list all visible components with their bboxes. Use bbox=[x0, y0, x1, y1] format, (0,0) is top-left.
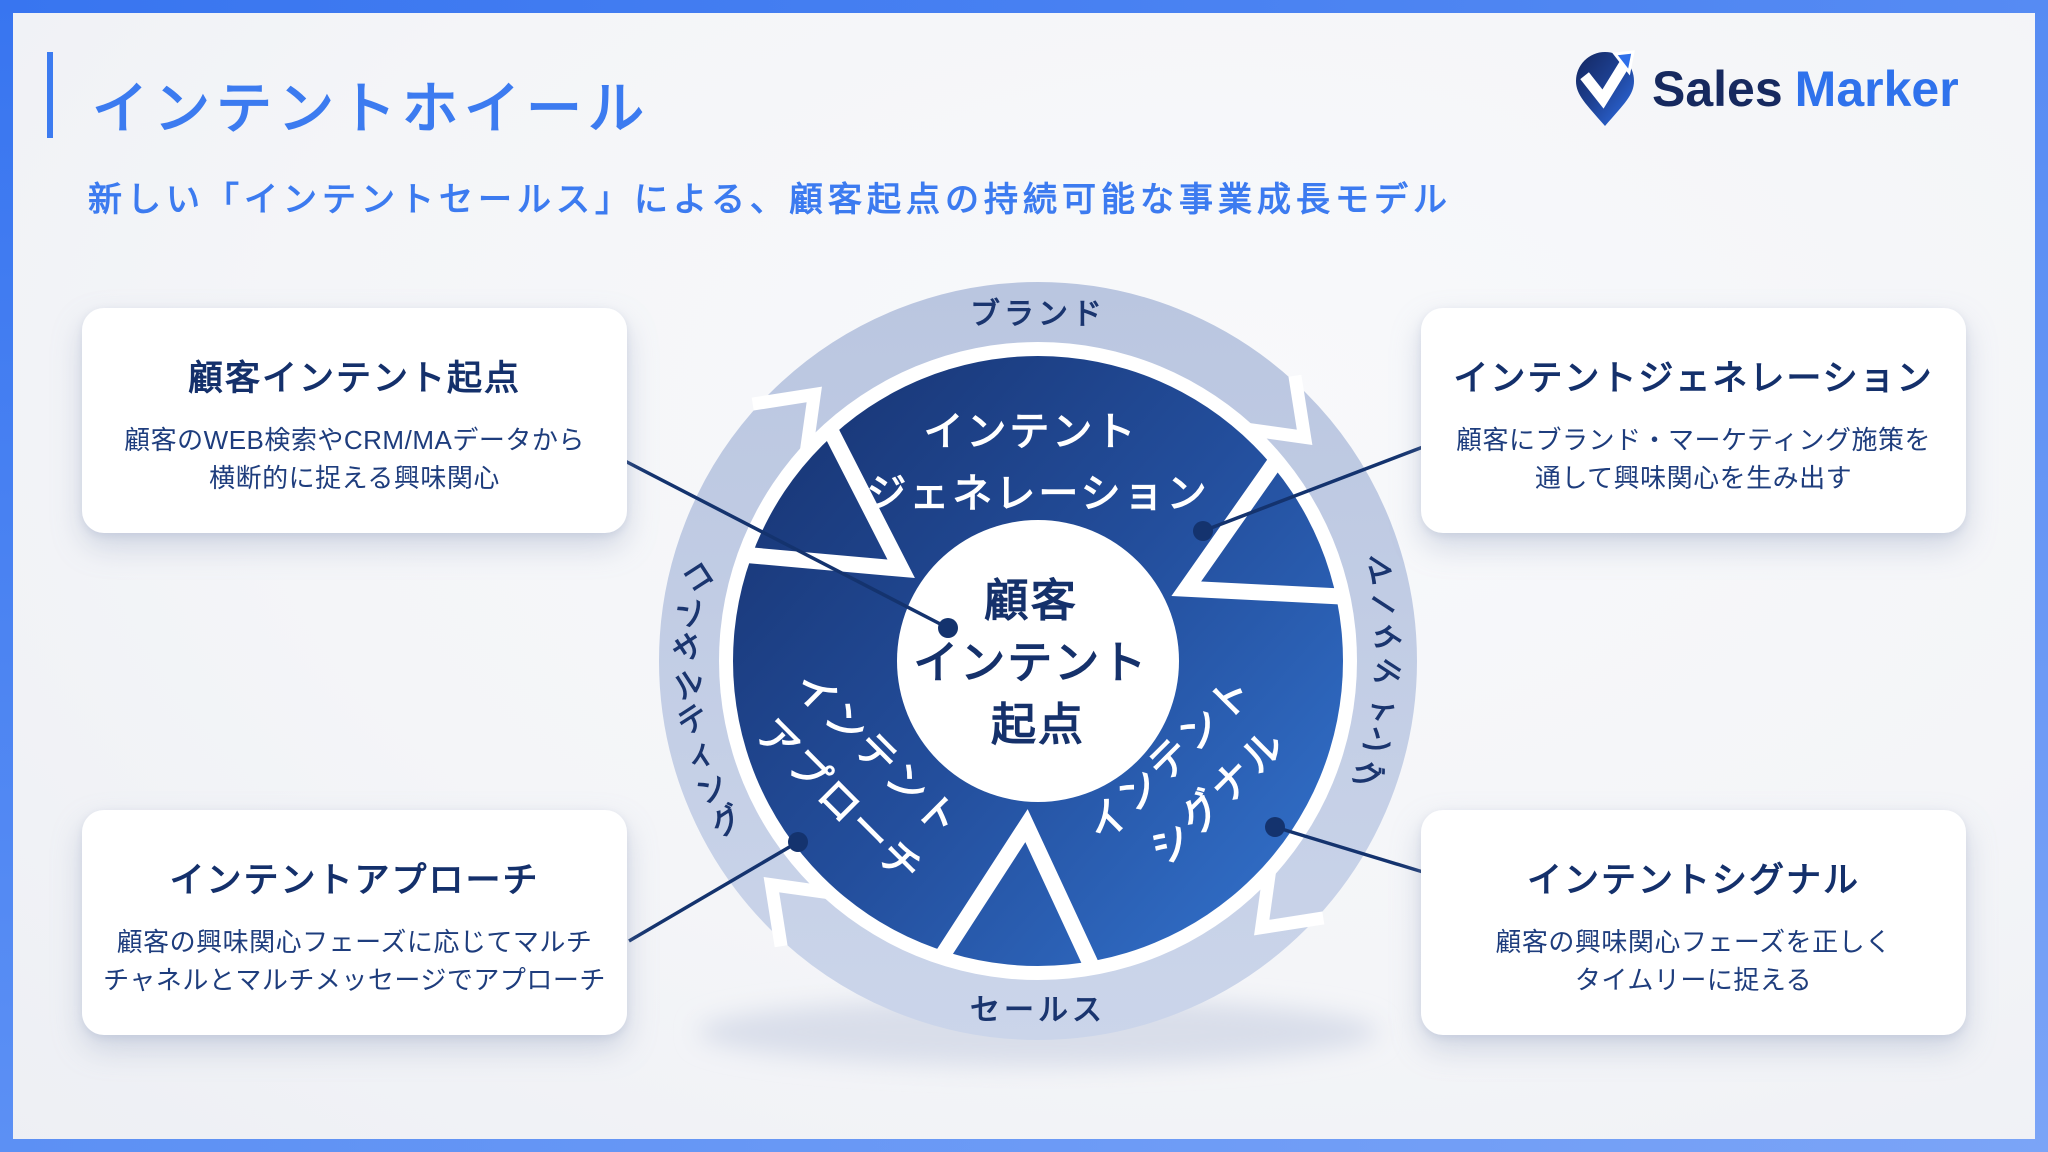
card-intent-signal: インテントシグナル 顧客の興味関心フェーズを正しく タイムリーに捉える bbox=[1421, 810, 1966, 1035]
segment-dividers bbox=[745, 427, 1342, 970]
center-hub bbox=[897, 520, 1179, 802]
title-accent-bar bbox=[47, 52, 53, 138]
leader-line-origin bbox=[624, 459, 949, 630]
ring-arrow-notch-top-right bbox=[1245, 374, 1313, 445]
logo-text-marker: Marker bbox=[1794, 61, 1959, 117]
page-title: インテントホイール bbox=[92, 77, 650, 140]
ring-arrow-notch-bottom-right bbox=[1254, 868, 1325, 936]
card-title: インテントアプローチ bbox=[169, 861, 540, 900]
card-intent-approach: インテントアプローチ 顧客の興味関心フェーズに応じてマルチ チャネルとマルチメッ… bbox=[82, 810, 627, 1035]
outer-ring bbox=[659, 282, 1417, 1040]
leader-dot-approach bbox=[788, 832, 808, 852]
segment-divider-right bbox=[1171, 457, 1342, 605]
card-body: 顧客の興味関心フェーズを正しく タイムリーに捉える bbox=[1495, 927, 1892, 995]
card-body: 顧客にブランド・マーケティング施策を 通して興味関心を生み出す bbox=[1456, 425, 1931, 493]
ring-arrow-notch-bottom-left bbox=[763, 877, 831, 948]
ring-arrow-notches bbox=[751, 374, 1325, 948]
ring-label-sales: セールス bbox=[970, 994, 1106, 1027]
card-customer-intent-origin: 顧客インテント起点 顧客のWEB検索やCRM/MAデータから 横断的に捉える興味… bbox=[82, 308, 627, 533]
card-title: インテントジェネレーション bbox=[1453, 359, 1934, 398]
card-title: 顧客インテント起点 bbox=[187, 359, 521, 398]
card-title: インテントシグナル bbox=[1526, 861, 1860, 900]
ring-label-brand: ブランド bbox=[970, 297, 1106, 331]
segment-label-generation: インテント ジェネレーション bbox=[866, 410, 1209, 516]
leader-line-approach bbox=[628, 840, 799, 943]
leader-lines bbox=[624, 445, 1424, 943]
card-body: 顧客の興味関心フェーズに応じてマルチ チャネルとマルチメッセージでアプローチ bbox=[103, 927, 606, 995]
card-body: 顧客のWEB検索やCRM/MAデータから 横断的に捉える興味関心 bbox=[124, 425, 585, 493]
card-intent-generation: インテントジェネレーション 顧客にブランド・マーケティング施策を 通して興味関心… bbox=[1421, 308, 1966, 533]
ring-arrow-notch-top-left bbox=[751, 386, 822, 454]
leader-line-signal bbox=[1274, 825, 1424, 874]
logo-text-sales: Sales bbox=[1652, 61, 1783, 117]
segment-divider-left bbox=[745, 427, 915, 579]
page-subtitle: 新しい「インテントセールス」による、顧客起点の持続可能な事業成長モデル bbox=[88, 181, 1452, 219]
leader-line-generation bbox=[1202, 445, 1424, 533]
segment-divider-bottom bbox=[935, 809, 1100, 970]
pin-check-icon bbox=[1576, 50, 1635, 126]
leader-dot-signal bbox=[1265, 817, 1285, 837]
leader-dot-origin bbox=[938, 618, 958, 638]
leader-dot-generation bbox=[1193, 521, 1213, 541]
center-hub-label: 顧客 インテント 起点 bbox=[913, 575, 1163, 750]
